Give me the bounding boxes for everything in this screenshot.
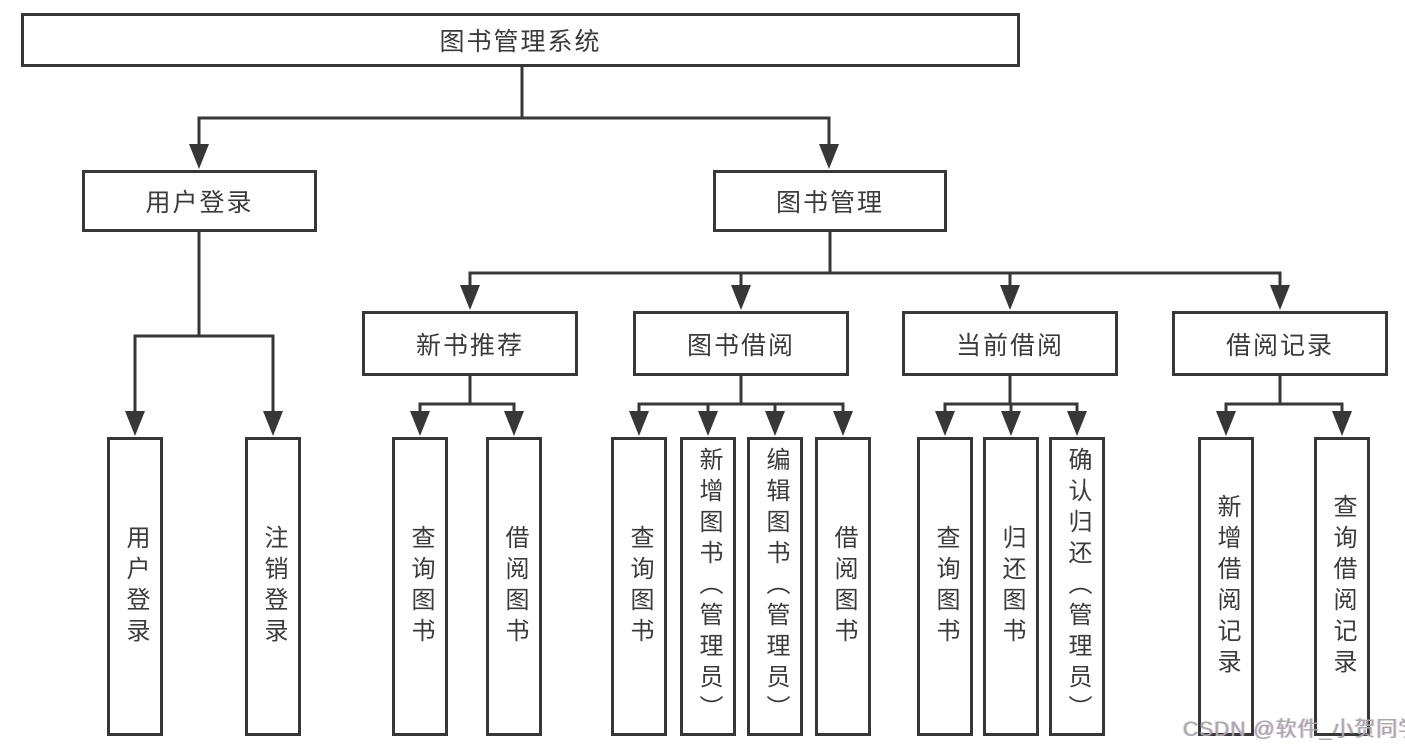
leaf-query-books-borrow: 查询图书 bbox=[611, 437, 667, 736]
leaf-borrow-books: 借阅图书 bbox=[815, 437, 871, 736]
leaf-query-books-current: 查询图书 bbox=[917, 437, 973, 736]
leaf-user-login: 用户登录 bbox=[107, 437, 163, 736]
leaf-query-borrow-record: 查询借阅记录 bbox=[1314, 437, 1370, 736]
node-book-borrow: 图书借阅 bbox=[633, 311, 849, 376]
node-current-borrow: 当前借阅 bbox=[902, 311, 1118, 376]
leaf-return-book: 归还图书 bbox=[983, 437, 1039, 736]
leaf-borrow-books-recommend: 借阅图书 bbox=[486, 437, 542, 736]
leaf-confirm-return-admin: 确认归还（管理员） bbox=[1049, 437, 1105, 736]
leaf-query-books-recommend: 查询图书 bbox=[392, 437, 448, 736]
leaf-edit-book-admin: 编辑图书（管理员） bbox=[747, 437, 803, 736]
leaf-logout: 注销登录 bbox=[245, 437, 301, 736]
node-borrow-records: 借阅记录 bbox=[1172, 311, 1388, 376]
leaf-add-borrow-record: 新增借阅记录 bbox=[1198, 437, 1254, 736]
node-new-book-recommend: 新书推荐 bbox=[362, 311, 578, 376]
node-book-management: 图书管理 bbox=[713, 170, 947, 232]
leaf-add-book-admin: 新增图书（管理员） bbox=[680, 437, 736, 736]
node-user-login: 用户登录 bbox=[82, 170, 317, 232]
node-root: 图书管理系统 bbox=[21, 13, 1020, 67]
